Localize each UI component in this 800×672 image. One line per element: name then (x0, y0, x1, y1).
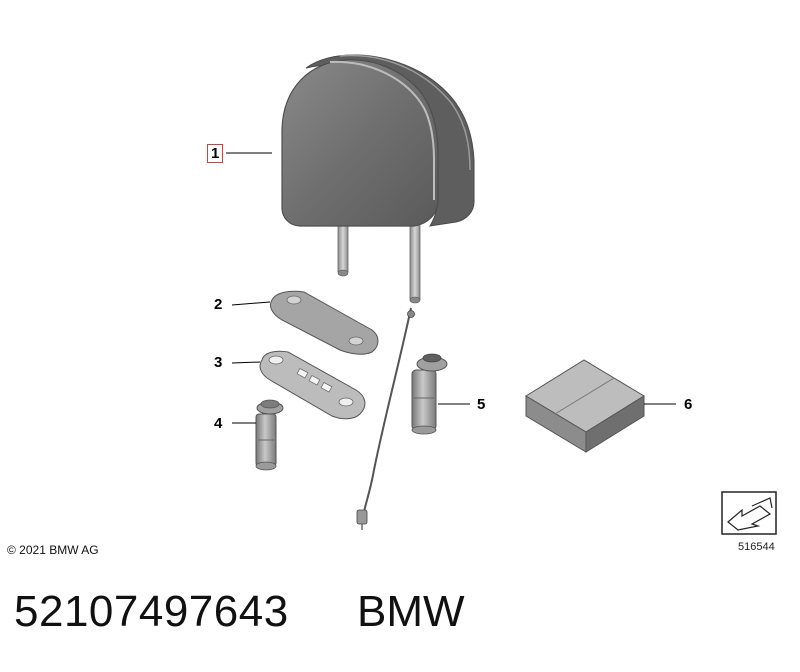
headrest-seam-outer (339, 54, 471, 171)
copyright-text: © 2021 BMW AG (7, 543, 99, 557)
cable-top-connector (407, 310, 415, 318)
guide-sleeve-large (411, 353, 448, 435)
callout-1: 1 (207, 144, 224, 163)
headrest-post-right-tip (409, 296, 421, 304)
cable (356, 307, 415, 530)
callout-6: 6 (684, 396, 693, 413)
headrest-seam (329, 60, 435, 200)
bracket-slot-2 (308, 374, 321, 386)
headrest (281, 54, 475, 304)
bracket-hole-right (338, 397, 354, 407)
sleeve-small-bottom (255, 461, 277, 471)
callout-2: 2 (214, 296, 223, 313)
symbol-arrow-icon (727, 505, 772, 531)
brand-name: BMW (357, 587, 465, 636)
cover-plate (269, 290, 379, 355)
cable-line (363, 307, 412, 513)
cover-plate-shape (269, 290, 379, 355)
guide-sleeve-small (255, 399, 284, 471)
sleeve-large-bottom (411, 425, 437, 435)
cover-plate-hole-left (286, 295, 302, 305)
cover-plate-hole-right (348, 336, 364, 346)
cable-bottom-connector (356, 509, 368, 525)
box-right (585, 395, 645, 453)
bracket-plate (259, 350, 366, 420)
repair-kit-box (525, 359, 645, 453)
sleeve-large-top (422, 353, 442, 363)
leader-2 (231, 301, 271, 306)
sleeve-large-body (411, 369, 437, 431)
box-top-seam (554, 377, 615, 415)
headrest-post-left-tip (337, 269, 349, 277)
bracket-slot-3 (320, 381, 333, 393)
symbol-arrow-head (751, 497, 773, 509)
bracket-hole-left (268, 355, 284, 365)
part-number: 52107497643 (14, 587, 289, 636)
headrest-front (281, 59, 439, 227)
leader-3 (231, 361, 261, 364)
leader-lines (226, 152, 676, 424)
callout-3: 3 (214, 354, 223, 371)
bracket-slot-1 (296, 367, 309, 379)
diagram-number: 516544 (738, 541, 775, 553)
callout-4: 4 (214, 415, 223, 432)
callout-5: 5 (477, 396, 486, 413)
sleeve-small-top (260, 399, 280, 409)
diagram-symbol (721, 491, 777, 535)
